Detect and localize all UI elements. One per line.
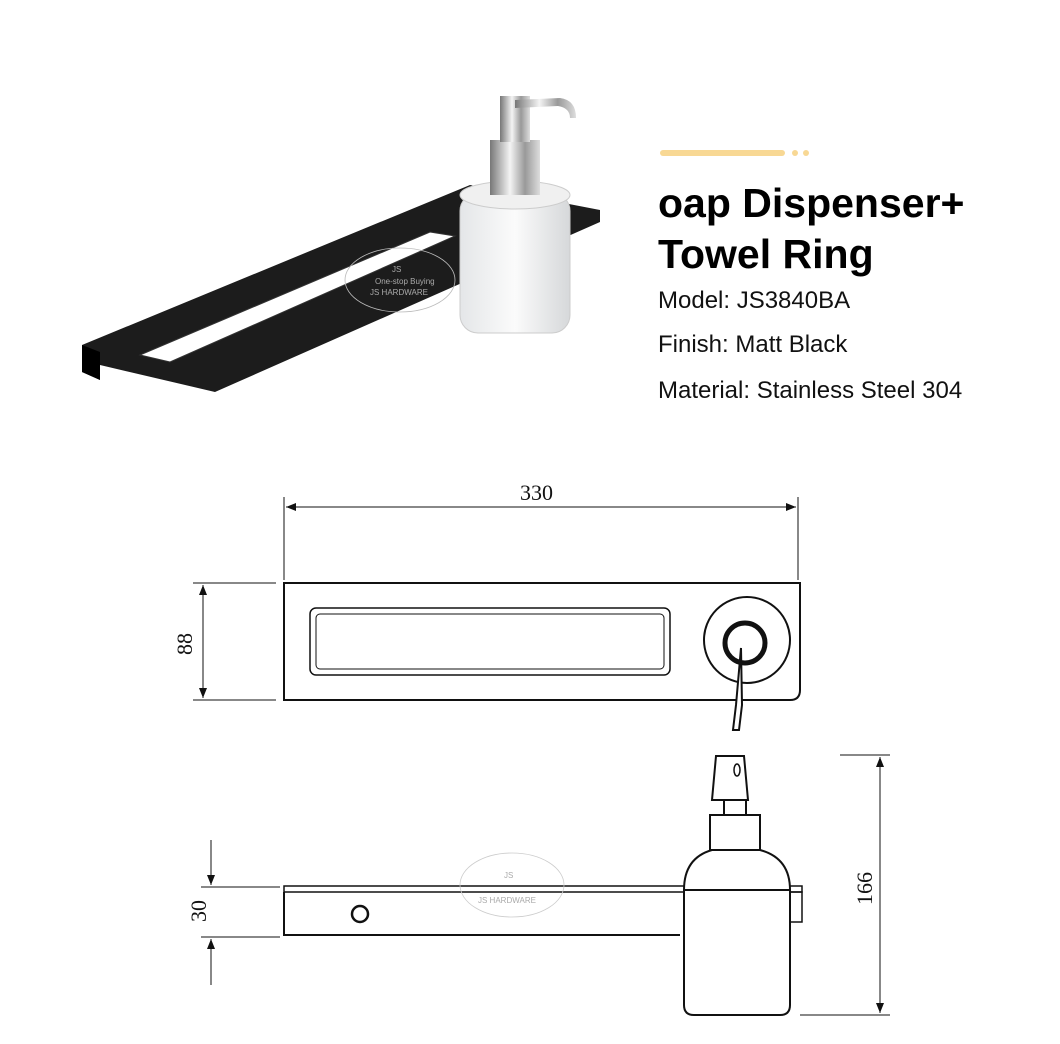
title-line-2: Towel Ring (658, 231, 874, 277)
top-view-drawing (193, 497, 801, 731)
product-photo: JS One-stop Buying JS HARDWARE (82, 96, 600, 392)
glass-bottle (459, 192, 571, 334)
spec-material: Material: Stainless Steel 304 (658, 377, 963, 404)
depth-label: 88 (172, 633, 197, 655)
spec-model: Model: JS3840BA (658, 287, 851, 314)
thickness-label: 30 (186, 900, 211, 922)
svg-text:JS HARDWARE: JS HARDWARE (370, 288, 428, 297)
pump-icon (490, 140, 540, 195)
accent-dot (803, 150, 809, 156)
svg-text:JS: JS (392, 265, 401, 274)
accent-bar (660, 150, 785, 156)
watermark-brand: JS HARDWARE (478, 896, 536, 905)
product-title: oap Dispenser+ Towel Ring (658, 178, 964, 280)
spec-finish: Finish: Matt Black (658, 331, 848, 358)
title-line-1: oap Dispenser+ (658, 180, 965, 226)
svg-text:One-stop Buying: One-stop Buying (375, 277, 435, 286)
side-view-drawing (201, 754, 890, 1016)
width-label: 330 (520, 480, 553, 505)
watermark-logo-text: JS (504, 871, 513, 880)
accent-dot (792, 150, 798, 156)
watermark-logo-2 (459, 852, 565, 918)
height-label: 166 (852, 872, 877, 905)
watermark-logo: JS One-stop Buying JS HARDWARE (344, 247, 456, 313)
